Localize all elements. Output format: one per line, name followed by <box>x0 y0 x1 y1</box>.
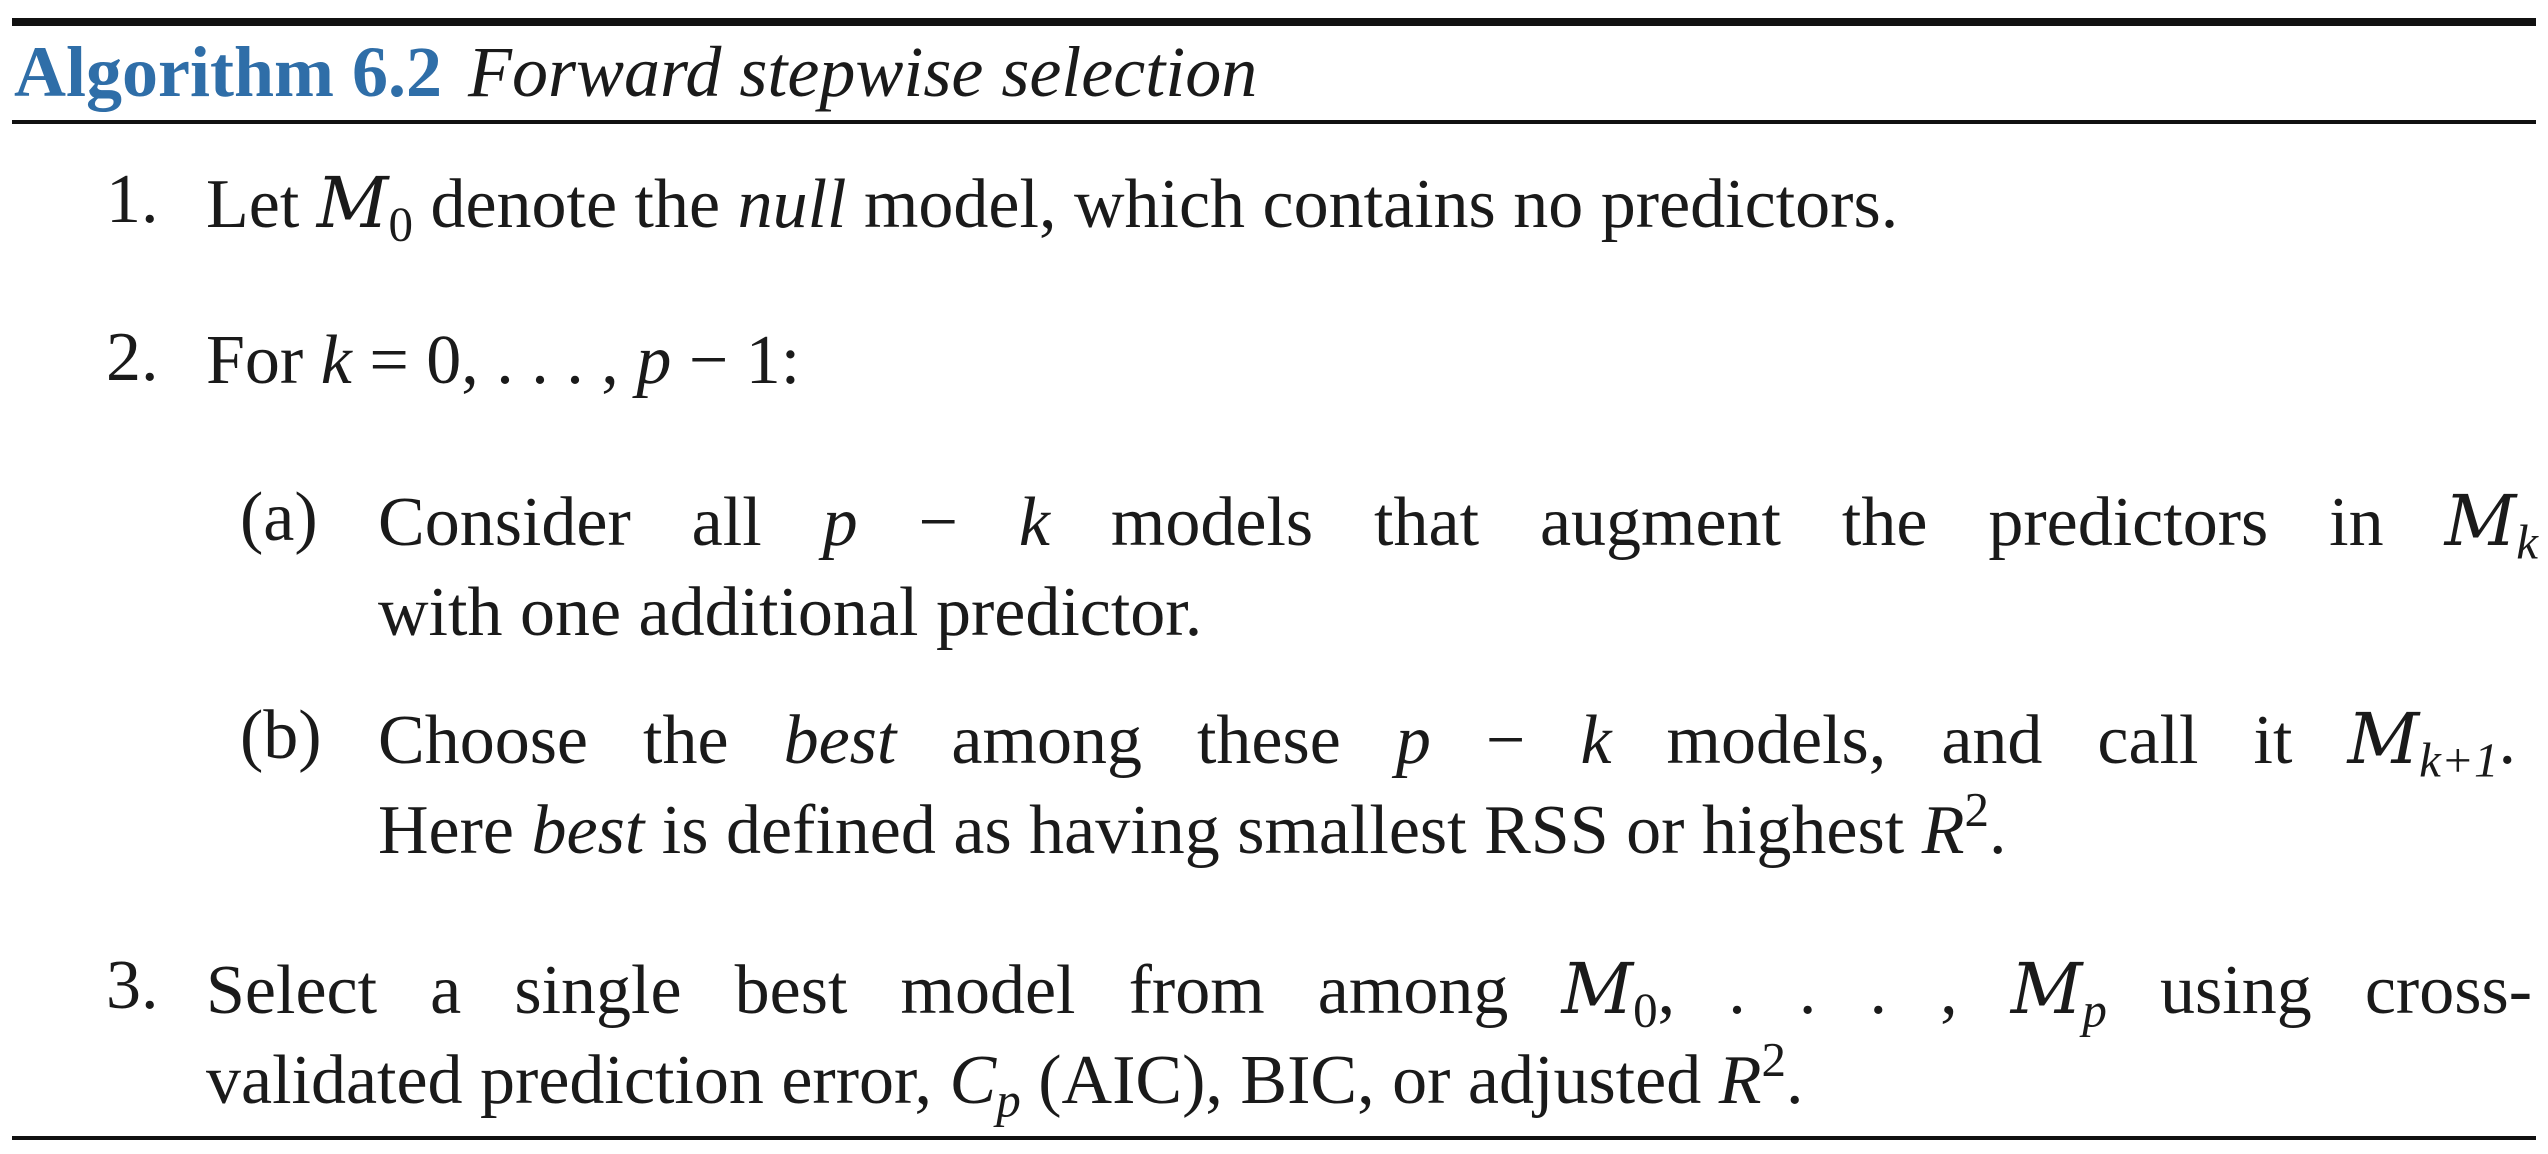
text-segment: Consider all <box>378 484 823 561</box>
step-1-text: Let M0 denote the null model, which cont… <box>206 166 1899 249</box>
step-1-number: 1. <box>106 161 159 238</box>
substep-a-label: (a) <box>240 479 318 556</box>
text-segment: (AIC), BIC, or adjusted <box>1020 1042 1719 1119</box>
math-model-symbol: M <box>1561 948 1634 1030</box>
text-segment: R <box>1921 792 1965 869</box>
substep-b-label: (b) <box>240 697 322 774</box>
text-segment: C <box>949 1042 997 1119</box>
text-segment: best <box>531 792 645 869</box>
text-segment: . <box>1785 1042 1804 1119</box>
text-segment: is defined as having smallest RSS or hig… <box>644 792 1922 869</box>
text-segment: null <box>737 166 847 243</box>
substep-a-line-2: with one additional predictor. <box>378 578 1202 648</box>
text-segment: among these <box>896 702 1396 779</box>
substep-b-line-2: Here best is defined as having smallest … <box>378 785 2006 866</box>
algorithm-title: Forward stepwise selection <box>467 31 1258 112</box>
text-segment: For <box>206 322 321 399</box>
text-segment: = 0, . . . , <box>351 322 637 399</box>
step-3-line-1: Select a single best model from among M0… <box>206 952 2533 1035</box>
text-segment: 0 <box>388 196 413 252</box>
text-segment: R <box>1718 1042 1762 1119</box>
header-rule <box>12 120 2536 124</box>
text-segment: Select a single best model from among <box>206 952 1562 1029</box>
algorithm-label: Algorithm 6.2 <box>14 31 442 112</box>
text-segment: validated prediction error, <box>206 1042 950 1119</box>
text-segment: − <box>857 484 1019 561</box>
text-segment: p <box>2082 982 2107 1038</box>
text-segment: 2 <box>1761 1032 1786 1088</box>
text-segment: p <box>996 1072 1021 1128</box>
bottom-rule <box>12 1136 2536 1140</box>
math-model-symbol: M <box>2444 480 2517 562</box>
text-segment: model, which contains no predictors. <box>846 166 1899 243</box>
text-segment: best <box>783 702 897 779</box>
text-segment: 2 <box>1964 782 1989 838</box>
step-2-number: 2. <box>106 319 159 396</box>
step-3-line-2: validated prediction error, Cp (AIC), BI… <box>206 1035 1803 1125</box>
math-model-symbol: M <box>2010 948 2083 1030</box>
algorithm-header: Algorithm 6.2 Forward stepwise selection <box>14 28 1257 116</box>
text-segment: denote the <box>412 166 738 243</box>
text-segment: − 1: <box>671 322 801 399</box>
text-segment: Here <box>378 792 532 869</box>
text-segment: Choose the <box>378 702 784 779</box>
text-segment: . <box>2498 702 2516 779</box>
text-segment: models, and call it <box>1611 702 2348 779</box>
text-segment: p <box>1395 702 1431 779</box>
text-segment: k <box>320 322 352 399</box>
substep-a-line-1: Consider all p − k models that augment t… <box>378 484 2538 567</box>
text-segment: models that augment the predictors in <box>1050 484 2445 561</box>
text-segment: 0 <box>1633 982 1658 1038</box>
text-segment: p <box>822 484 858 561</box>
text-segment: k+1 <box>2419 732 2499 788</box>
text-segment: k <box>1580 702 1612 779</box>
math-model-symbol: M <box>2347 698 2420 780</box>
text-segment: using cross- <box>2106 952 2533 1029</box>
text-segment: , . . . , <box>1657 952 2011 1029</box>
text-segment: k <box>1018 484 1050 561</box>
text-segment: p <box>636 322 672 399</box>
text-segment: − <box>1430 702 1581 779</box>
step-2-text: For k = 0, . . . , p − 1: <box>206 326 800 396</box>
text-segment: . <box>1988 792 2007 869</box>
text-segment: Let <box>206 166 317 243</box>
top-rule <box>12 18 2536 26</box>
text-segment: k <box>2516 514 2538 570</box>
step-3-number: 3. <box>106 947 159 1024</box>
substep-b-line-1: Choose the best among these p − k models… <box>378 702 2516 785</box>
math-model-symbol: M <box>316 162 389 244</box>
text-segment: with one additional predictor. <box>378 574 1203 651</box>
